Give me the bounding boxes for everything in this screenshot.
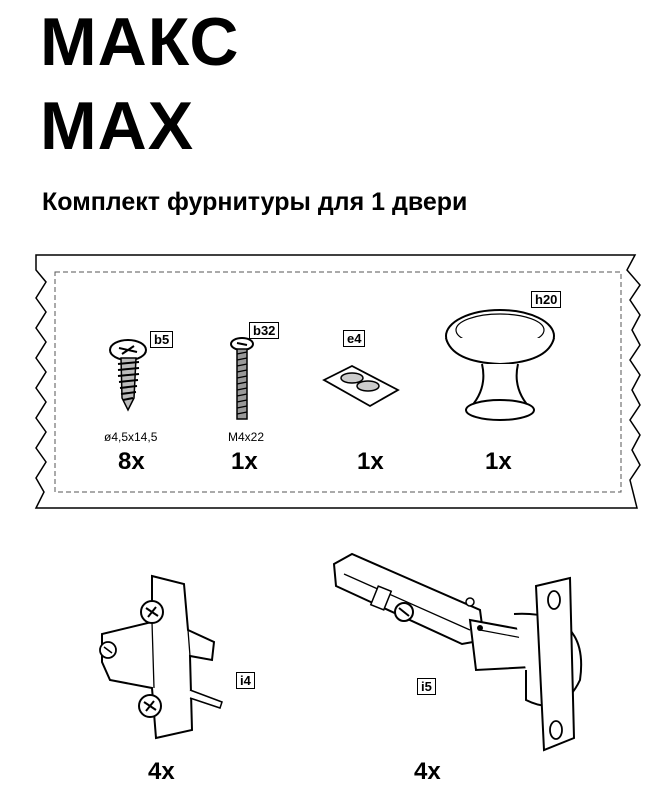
page-title-en: MAX <box>40 88 195 164</box>
part-code-b5: b5 <box>150 331 174 348</box>
part-quantity-b32: 1x <box>231 448 258 475</box>
part-quantity-h20: 1x <box>485 448 512 475</box>
part-quantity-b5: 8x <box>118 448 145 475</box>
hinge-icon <box>332 552 583 752</box>
part-quantity-e4: 1x <box>357 448 384 475</box>
page-subtitle: Комплект фурнитуры для 1 двери <box>42 188 468 216</box>
part-code-h20: h20 <box>531 291 562 308</box>
part-dimension-b5: ø4,5x14,5 <box>104 430 158 444</box>
part-code-i4: i4 <box>236 672 255 689</box>
part-code-b32: b32 <box>249 322 280 339</box>
part-code-e4: e4 <box>343 330 366 347</box>
screw-icon <box>109 339 147 412</box>
part-dimension-b32: M4x22 <box>228 430 265 444</box>
part-quantity-i5: 4x <box>414 758 441 785</box>
part-quantity-i4: 4x <box>148 758 175 785</box>
bumper-pads-icon <box>322 364 400 408</box>
part-code-i5: i5 <box>417 678 436 695</box>
knob-icon <box>445 309 555 421</box>
bolt-icon <box>230 337 254 420</box>
mounting-plate-icon <box>99 574 223 740</box>
page-title-ru: МАКС <box>40 4 240 80</box>
